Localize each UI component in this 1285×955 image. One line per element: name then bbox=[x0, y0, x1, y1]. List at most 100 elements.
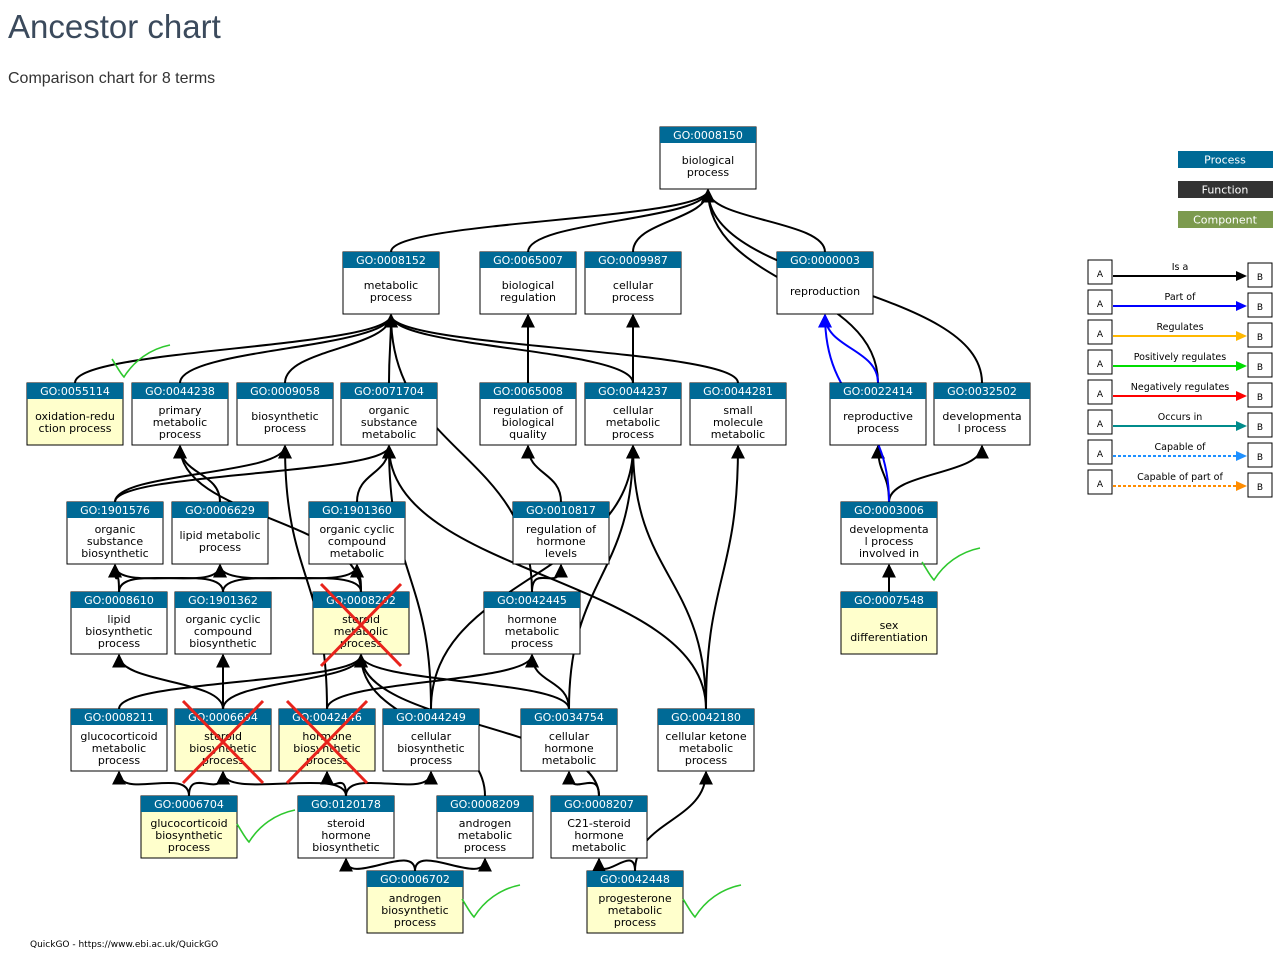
node-header bbox=[587, 871, 683, 887]
node-label-line: lipid bbox=[107, 613, 130, 626]
legend-node-a: A bbox=[1097, 420, 1104, 430]
node-header bbox=[484, 592, 580, 608]
page-title: Ancestor chart bbox=[8, 8, 221, 45]
node-label-line: regulation bbox=[500, 291, 556, 304]
node-id: GO:1901360 bbox=[322, 504, 392, 517]
node-label-line: l process bbox=[958, 422, 1007, 435]
edge-GO0055114-to-GO0008152 bbox=[74, 313, 398, 384]
node-header bbox=[690, 383, 786, 399]
node-label-line: lipid metabolic bbox=[179, 529, 260, 542]
node-label-line: C21-steroid bbox=[567, 817, 631, 830]
footer-credit: QuickGO - https://www.ebi.ac.uk/QuickGO bbox=[30, 940, 219, 950]
node-header bbox=[660, 127, 756, 143]
legend-node-a: A bbox=[1097, 300, 1104, 310]
node-label-line: small bbox=[723, 404, 752, 417]
edge-GO0044249-to-GO0071704 bbox=[382, 444, 432, 710]
node-label-line: metabolic bbox=[608, 904, 662, 917]
node-label-line: biological bbox=[502, 279, 554, 292]
edge-GO0042448-to-GO0008207 bbox=[592, 857, 636, 872]
node-id: GO:0006704 bbox=[154, 798, 224, 811]
node-header bbox=[480, 252, 576, 268]
edge-GO0042445-to-GO0010817 bbox=[531, 563, 568, 593]
node-label-line: process bbox=[98, 754, 141, 767]
node-label-line: biosynthetic bbox=[155, 829, 222, 842]
node-id: GO:0120178 bbox=[311, 798, 381, 811]
node-label-line: biosynthetic bbox=[251, 410, 318, 423]
legend-node-a: A bbox=[1097, 330, 1104, 340]
node-header bbox=[513, 502, 609, 518]
edge-GO0120178-to-GO0042446 bbox=[320, 770, 347, 797]
legend-relation-label: Negatively regulates bbox=[1131, 382, 1230, 393]
node-header bbox=[132, 383, 228, 399]
edge-GO1901362-to-GO1901576 bbox=[108, 563, 224, 593]
edge-GO0044281-to-GO0008152 bbox=[384, 313, 739, 384]
edge-GO0008202-to-GO0044238 bbox=[173, 444, 362, 593]
node-label-line: oxidation-redu bbox=[35, 410, 115, 423]
node-label-line: ction process bbox=[39, 422, 112, 435]
legend-category-label: Process bbox=[1204, 154, 1246, 167]
node-header bbox=[841, 592, 937, 608]
node-label-line: developmenta bbox=[849, 523, 928, 536]
node-label-line: molecule bbox=[713, 416, 763, 429]
legend-node-b: B bbox=[1257, 333, 1263, 343]
node-label-line: process bbox=[340, 637, 383, 650]
edge-GO0006694-to-GO0008610 bbox=[112, 653, 224, 710]
green-checkmark bbox=[682, 884, 742, 919]
node-label-line: glucocorticoid bbox=[80, 730, 157, 743]
node-label-line: organic cyclic bbox=[319, 523, 394, 536]
node-header bbox=[480, 383, 576, 399]
legend-node-b: B bbox=[1257, 273, 1263, 283]
node-label-line: developmenta bbox=[942, 410, 1021, 423]
node-id: GO:1901362 bbox=[188, 594, 258, 607]
green-checkmark bbox=[461, 884, 521, 919]
node-label-line: process bbox=[511, 637, 554, 650]
node-label-line: cellular bbox=[411, 730, 452, 743]
node-label-line: process bbox=[857, 422, 900, 435]
node-label-line: compound bbox=[328, 535, 386, 548]
go-term-node[interactable]: GO:0006704glucocorticoidbiosyntheticproc… bbox=[140, 795, 238, 859]
node-id: GO:0006629 bbox=[185, 504, 255, 517]
node-label-line: metabolic bbox=[542, 754, 596, 767]
edge-GO0008152-to-GO0008150 bbox=[390, 188, 715, 253]
node-id: GO:0007548 bbox=[854, 594, 924, 607]
node-label-line: biosynthetic bbox=[81, 547, 148, 560]
edge-GO0065007-to-GO0008150 bbox=[527, 188, 715, 253]
node-header bbox=[172, 502, 268, 518]
